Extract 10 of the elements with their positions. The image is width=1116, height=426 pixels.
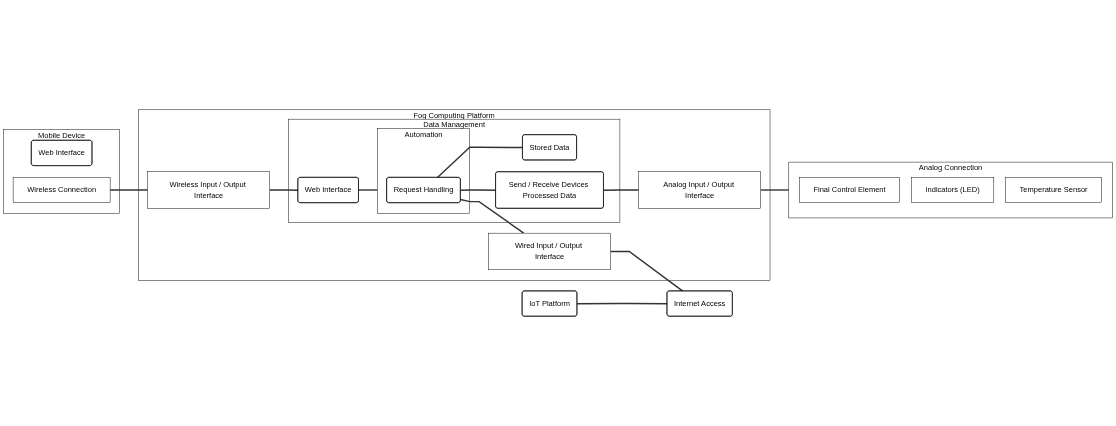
connector [109,189,149,191]
connector [603,189,640,191]
connector [436,146,524,179]
connector [459,189,497,191]
connector [268,189,299,191]
connector [576,302,668,305]
connector [459,198,525,234]
connector [357,189,378,191]
connector [759,189,790,191]
connector [609,250,684,292]
